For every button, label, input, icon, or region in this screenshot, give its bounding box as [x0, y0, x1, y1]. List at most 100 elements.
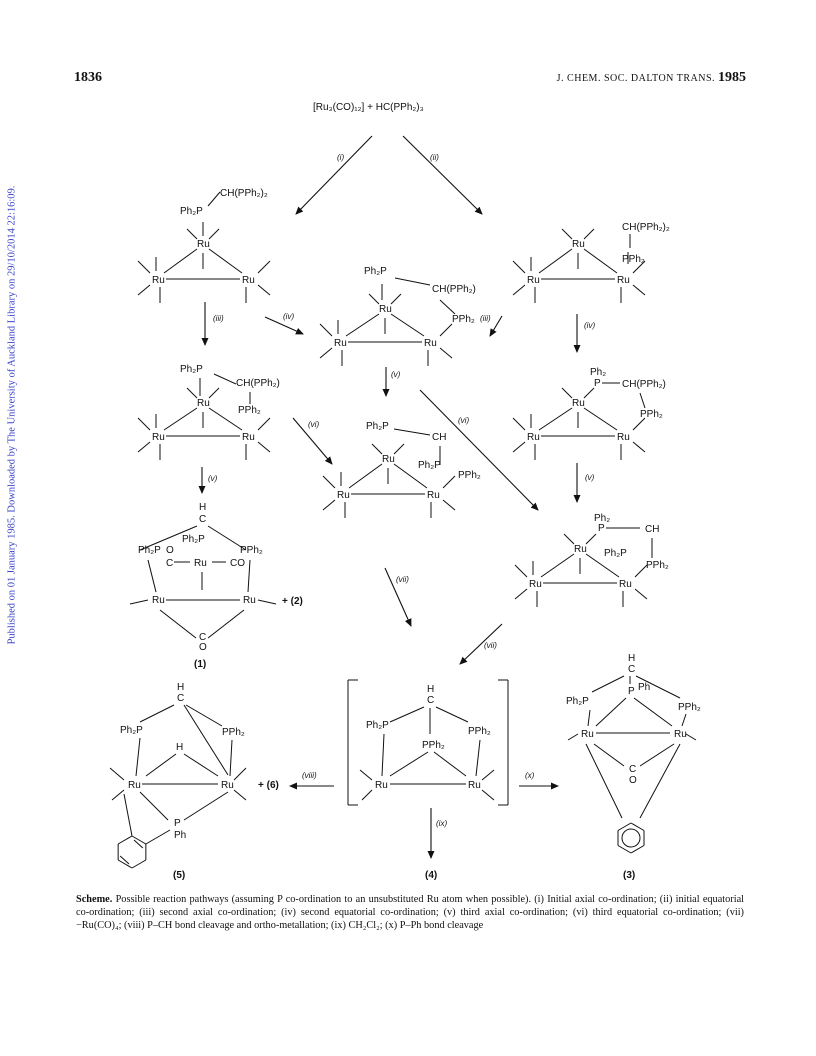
- carbonyl-bond: [632, 441, 646, 453]
- ru-atom: Ru: [379, 304, 392, 315]
- ru-p-bond: [595, 697, 627, 727]
- ru-ru-bond: [393, 463, 428, 489]
- ru-p-bond: [381, 733, 385, 777]
- carbonyl-bond: [186, 228, 198, 240]
- step-label-iii: (iii): [480, 314, 491, 323]
- pph2-label: PPh₂: [238, 405, 261, 416]
- phenyl-bond: [630, 845, 645, 854]
- phenyl-bond: [617, 822, 632, 831]
- carbonyl-bond: [583, 228, 595, 240]
- step-label-vi: (vi): [308, 420, 319, 429]
- phenyl-double-bond: [133, 839, 144, 849]
- ru-atom: Ru: [574, 544, 587, 555]
- arrow-step-vii: [384, 567, 412, 627]
- ph2p-label: Ph₂P: [364, 266, 387, 277]
- carbonyl-bond: [390, 293, 402, 305]
- ch-pph2-label: CH(PPh₂): [622, 379, 666, 390]
- carbonyl-bond: [442, 475, 456, 489]
- journal-name: J. CHEM. SOC. DALTON TRANS.: [556, 73, 715, 84]
- ru-ru-bond: [348, 463, 383, 489]
- carbonyl-bond: [359, 769, 373, 781]
- arrow-step-iv: [264, 316, 304, 335]
- ru-atom: Ru: [375, 780, 388, 791]
- pph2-label: PPh₂: [452, 314, 475, 325]
- ru-p-bond: [229, 739, 233, 777]
- journal-year: 1985: [718, 70, 746, 85]
- molecule-labels: (i)(ii)(iii)(iv)(iii)(iv)(v)(vi)(vi)(v)(…: [120, 153, 701, 881]
- ru-atom: Ru: [128, 780, 141, 791]
- ph2p-label: Ph₂P: [418, 460, 441, 471]
- ru-atom: Ru: [527, 275, 540, 286]
- phenyl-bond: [131, 835, 147, 845]
- compound-4-label: (4): [425, 870, 437, 881]
- carbonyl-bond: [512, 441, 526, 453]
- ch-pph2-label: CH(PPh₂): [432, 284, 476, 295]
- plus-6-label: + (6): [258, 780, 279, 791]
- ph2p-label: Ph₂P: [366, 720, 389, 731]
- ru-atom: Ru: [194, 558, 207, 569]
- carbonyl-bond: [585, 533, 597, 545]
- carbonyl-bond: [322, 499, 336, 511]
- carbonyl-bond: [514, 588, 528, 600]
- ru-atom: Ru: [424, 338, 437, 349]
- carbonyl-bond: [257, 599, 277, 605]
- c-p-bond: [435, 706, 469, 723]
- step-arrows: [198, 135, 581, 859]
- carbonyl-bond: [257, 260, 271, 274]
- c-label: C: [177, 693, 184, 704]
- p-c-bond: [393, 428, 431, 436]
- c-p-bond: [439, 299, 456, 315]
- ru-p-bond: [389, 751, 429, 777]
- pph2-label: PPh₂: [240, 545, 263, 556]
- carbonyl-bond: [439, 323, 453, 337]
- ru-atom: Ru: [152, 432, 165, 443]
- carbonyl-bond: [514, 564, 528, 578]
- bridge-co-bond: [159, 609, 197, 639]
- c-p-bond: [139, 704, 175, 723]
- ch-label: CH: [432, 432, 446, 443]
- ru-atom: Ru: [221, 780, 234, 791]
- ph2p-label: Ph₂P: [138, 545, 161, 556]
- carbonyl-bond: [632, 284, 646, 296]
- ph2-label: Ph₂: [594, 513, 610, 524]
- h-label: H: [628, 653, 635, 664]
- plus-2-label: + (2): [282, 596, 303, 607]
- carbonyl-bond: [512, 260, 526, 274]
- h-label: H: [176, 742, 183, 753]
- ru-atom: Ru: [572, 398, 585, 409]
- ru-p-bond: [681, 713, 687, 727]
- ru-atom: Ru: [527, 432, 540, 443]
- ru-atom: Ru: [581, 729, 594, 740]
- ru-ru-bond: [538, 407, 573, 431]
- compound-1-label: (1): [194, 659, 206, 670]
- ru-atom: Ru: [152, 275, 165, 286]
- ru-ru-bond: [163, 248, 198, 274]
- journal-header: J. CHEM. SOC. DALTON TRANS. 1985: [557, 70, 746, 86]
- step-label-ii: (ii): [430, 153, 439, 162]
- ru-p-bond: [587, 709, 591, 727]
- c-p-bond: [185, 704, 223, 727]
- c-p-bond: [207, 525, 247, 551]
- pph2-label: PPh₂: [458, 470, 481, 481]
- carbonyl-bond: [208, 387, 220, 399]
- h-label: H: [427, 684, 434, 695]
- carbonyl-bond: [319, 323, 333, 337]
- ph2p-label: Ph₂P: [566, 696, 589, 707]
- c-label: C: [629, 764, 636, 775]
- co-label: CO: [230, 558, 245, 569]
- ru-p-bond: [147, 559, 157, 593]
- aryl-p-bond: [145, 829, 171, 845]
- ph2p-label: Ph₂P: [604, 548, 627, 559]
- phenyl-bond: [131, 859, 147, 869]
- p-c-bond: [207, 191, 221, 207]
- ru-ru-bond: [583, 407, 618, 431]
- ch-pph2-2-label: CH(PPh₂)₂: [622, 222, 670, 233]
- ph2p-label: Ph₂P: [180, 206, 203, 217]
- phenyl-bond: [617, 845, 632, 854]
- ru-h-bond: [145, 753, 177, 777]
- step-label-v: (v): [391, 370, 401, 379]
- carbonyl-bond: [233, 789, 247, 801]
- step-label-ix: (ix): [436, 819, 447, 828]
- pph2-label: PPh₂: [678, 702, 701, 713]
- carbonyl-bond: [186, 387, 198, 399]
